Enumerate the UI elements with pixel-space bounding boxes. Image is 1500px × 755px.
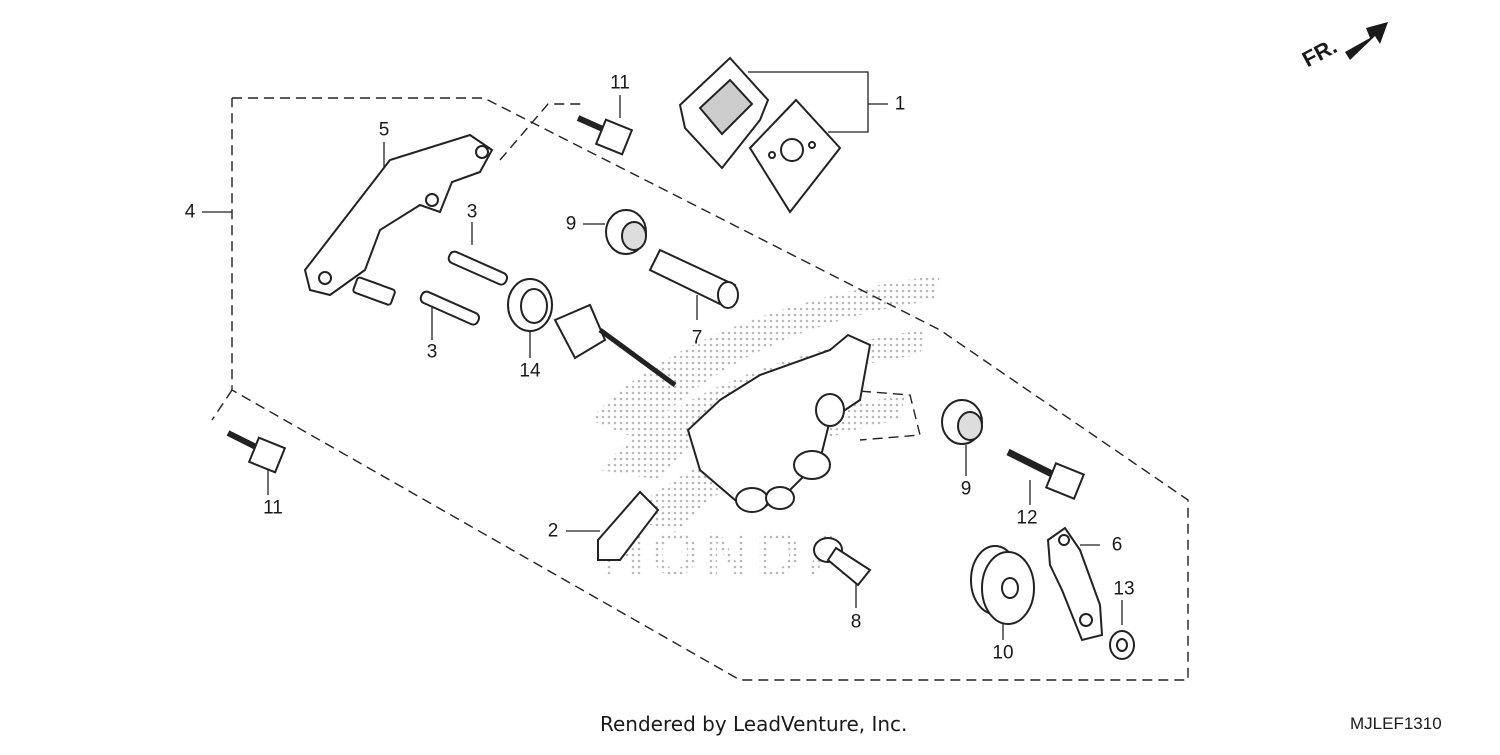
callout-12[interactable]: 12: [1016, 507, 1038, 529]
seal: [507, 278, 553, 332]
caliper-body: [686, 333, 872, 513]
bleeder: [813, 537, 872, 587]
callout-5[interactable]: 5: [378, 119, 390, 141]
piston: [553, 303, 677, 388]
pins: [419, 250, 509, 326]
boots: [605, 209, 983, 445]
plate: [1046, 526, 1104, 642]
callout-9-upper[interactable]: 9: [565, 213, 577, 235]
assembly-outline: [211, 97, 1189, 681]
callout-6[interactable]: 6: [1111, 534, 1123, 556]
callout-13[interactable]: 13: [1113, 578, 1135, 600]
leader-lines: [202, 71, 1123, 640]
brake-pad-set: [678, 56, 842, 214]
callout-11-upper[interactable]: 11: [610, 72, 630, 94]
bolt-lower: [226, 430, 287, 474]
diagram-code: MJLEF1310: [1350, 714, 1442, 733]
callout-8[interactable]: 8: [850, 611, 862, 633]
sleeve: [648, 248, 739, 309]
caliper-bracket: [303, 133, 494, 306]
callout-14[interactable]: 14: [519, 360, 541, 382]
footer-credit: Rendered by LeadVenture, Inc.: [600, 712, 908, 736]
bolt-upper: [576, 115, 634, 156]
callout-9-lower[interactable]: 9: [960, 478, 972, 500]
callout-1[interactable]: 1: [894, 93, 906, 115]
callout-7[interactable]: 7: [691, 327, 703, 349]
callout-3-lower[interactable]: 3: [426, 341, 438, 363]
callout-11-lower[interactable]: 11: [263, 497, 283, 519]
bolt-right: [1006, 448, 1086, 500]
callout-4[interactable]: 4: [184, 201, 196, 223]
callout-10[interactable]: 10: [992, 642, 1014, 664]
callout-2[interactable]: 2: [547, 520, 559, 542]
nut: [1109, 630, 1135, 660]
clip: [597, 490, 660, 561]
front-direction-arrow-icon: [1345, 22, 1388, 60]
roller: [970, 545, 1035, 625]
callout-3-upper[interactable]: 3: [466, 201, 478, 223]
